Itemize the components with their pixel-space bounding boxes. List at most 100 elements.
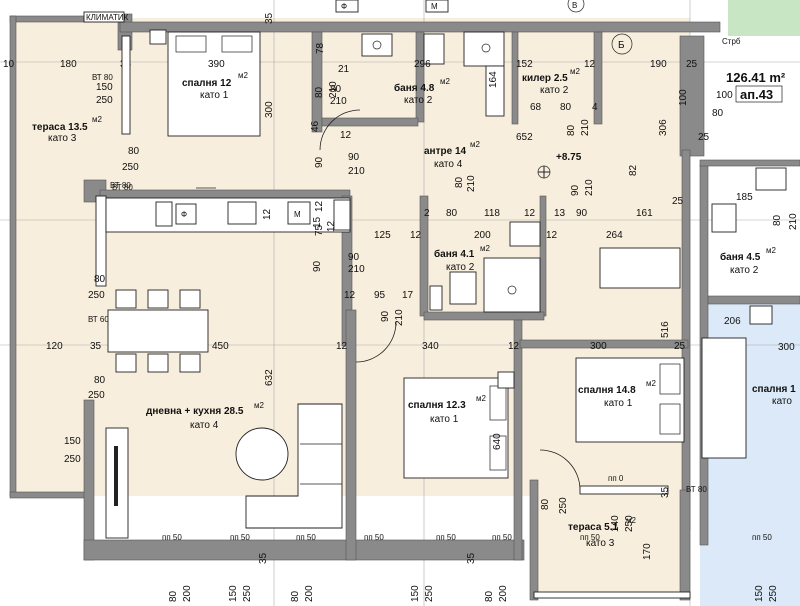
- dim-label: 35: [90, 341, 102, 352]
- dim-label: 12: [508, 341, 520, 352]
- bath-mid-sub: като 2: [446, 262, 475, 273]
- bath-right-sup: м2: [766, 246, 777, 255]
- top-m-label: М: [431, 2, 438, 11]
- dim-label: 185: [736, 192, 753, 203]
- dim-label: 300: [590, 341, 607, 352]
- closet-sub: като 2: [540, 85, 569, 96]
- dim-label: 2: [424, 208, 430, 219]
- dim-label: 210: [466, 175, 477, 192]
- dim-label: 80: [712, 108, 724, 119]
- dim-label: 190: [650, 59, 667, 70]
- nightstand: [149, 29, 167, 45]
- apartment-summary: 126.41 m² ап.43 100 80 100 306 25: [658, 70, 786, 143]
- pp50-label: пп 50: [436, 533, 456, 542]
- aircon-unit: [83, 11, 125, 23]
- chair: [115, 353, 137, 373]
- dim-label: 210: [348, 264, 365, 275]
- bath-right-sub: като 2: [730, 265, 759, 276]
- terrace-bottom-sup: м2: [626, 516, 637, 525]
- aircon-label: КЛИМАТИК: [86, 13, 129, 22]
- bt60-label: ВТ 60: [88, 315, 109, 324]
- dim-label: 90: [380, 310, 391, 322]
- window-frame: [121, 35, 131, 135]
- chair: [147, 289, 169, 309]
- living-sup: м2: [254, 401, 265, 410]
- dim-label: 35: [264, 12, 275, 24]
- dim-label: 25: [674, 341, 686, 352]
- oven: [175, 203, 197, 225]
- dim-label: 250: [242, 585, 253, 602]
- dim-label: 90: [576, 208, 588, 219]
- dim-label: 210: [584, 179, 595, 196]
- oven-label: Ф: [181, 210, 187, 219]
- bath-top: 296 164 баня 4.8 м2 като 2: [361, 31, 505, 117]
- dim-label: 125: [374, 230, 391, 241]
- nightstand: [497, 371, 515, 389]
- terrace-left-name: тераса 13.5: [32, 122, 88, 133]
- dim-label: 150: [64, 436, 81, 447]
- chair: [179, 289, 201, 309]
- bt80-right-label: ВТ 80: [686, 485, 707, 494]
- dim-label: 80: [94, 375, 106, 386]
- bath-top-sup: м2: [440, 77, 451, 86]
- dim-label: 161: [636, 208, 653, 219]
- dim-label: 180: [60, 59, 77, 70]
- dim-label: 152: [516, 59, 533, 70]
- dim-label: 80: [314, 86, 325, 98]
- floor-fill-terrace-bottom: [534, 445, 690, 595]
- dim-label: 300: [778, 342, 795, 353]
- hall: 12 90 210 652 антре 14 м2 като 4 +8.75 9…: [314, 130, 684, 289]
- wall: [345, 309, 357, 561]
- dim-label: 264: [606, 230, 623, 241]
- bed: [575, 357, 685, 443]
- pp50-label: пп 50: [162, 533, 182, 542]
- dim-label: 296: [414, 59, 431, 70]
- dim-label: 306: [658, 119, 669, 136]
- dim-label: 150: [228, 585, 239, 602]
- dim-label: 12: [344, 290, 356, 301]
- dim-label: 12: [546, 230, 558, 241]
- bt80-label: ВТ 80: [110, 181, 131, 190]
- dim-label: 200: [474, 230, 491, 241]
- dim-label: 250: [96, 95, 113, 106]
- pp50-label: пп 50: [752, 533, 772, 542]
- area-label-backdrop: [700, 98, 800, 156]
- pp50-label: пп 50: [580, 533, 600, 542]
- bedroom-neighbor-name: спалня 1: [752, 384, 796, 395]
- top-fixture: [425, 0, 449, 13]
- pillow: [659, 363, 681, 395]
- dim-label: 80: [94, 274, 106, 285]
- dim-label: 35: [258, 552, 269, 564]
- bath-right-name: баня 4.5: [720, 251, 761, 263]
- dim-label: 210: [330, 96, 347, 107]
- pp50-label: пп 50: [296, 533, 316, 542]
- sink: [509, 221, 541, 247]
- dim-label: 200: [182, 585, 193, 602]
- bathtub: [485, 65, 505, 117]
- bedroom-top-sup: м2: [238, 71, 249, 80]
- wall: [679, 489, 691, 601]
- wall: [529, 479, 539, 601]
- dim-label: 82: [628, 164, 639, 176]
- equipment: [749, 305, 773, 325]
- apartment-number-box: [735, 85, 783, 103]
- dim-label: 15: [312, 216, 323, 228]
- bedroom-top-name: спалня 12: [182, 78, 232, 89]
- closet-name: килер 2.5: [522, 73, 568, 84]
- dim-label: 21: [338, 64, 350, 75]
- dim-label: 12: [326, 220, 337, 232]
- dim-label: 250: [768, 585, 779, 602]
- neighbor-units: 185 80 210 баня 4.5 м2 като 2 206 300 сп…: [701, 167, 799, 459]
- dim-label: 80: [560, 102, 572, 113]
- door-swing: [539, 449, 581, 491]
- dishwasher: [287, 201, 311, 225]
- dim-label: 450: [212, 341, 229, 352]
- dim-label: 25: [698, 132, 710, 143]
- dim-label: 12: [340, 130, 352, 141]
- window-frame: [579, 485, 669, 495]
- top-strip: Ф М В КЛИМАТИК: [83, 0, 585, 23]
- wall: [83, 539, 525, 561]
- bedroom-mid: 340 12 спалня 12.3 м2 като 1 640: [355, 321, 520, 479]
- dim-label: 150: [754, 585, 765, 602]
